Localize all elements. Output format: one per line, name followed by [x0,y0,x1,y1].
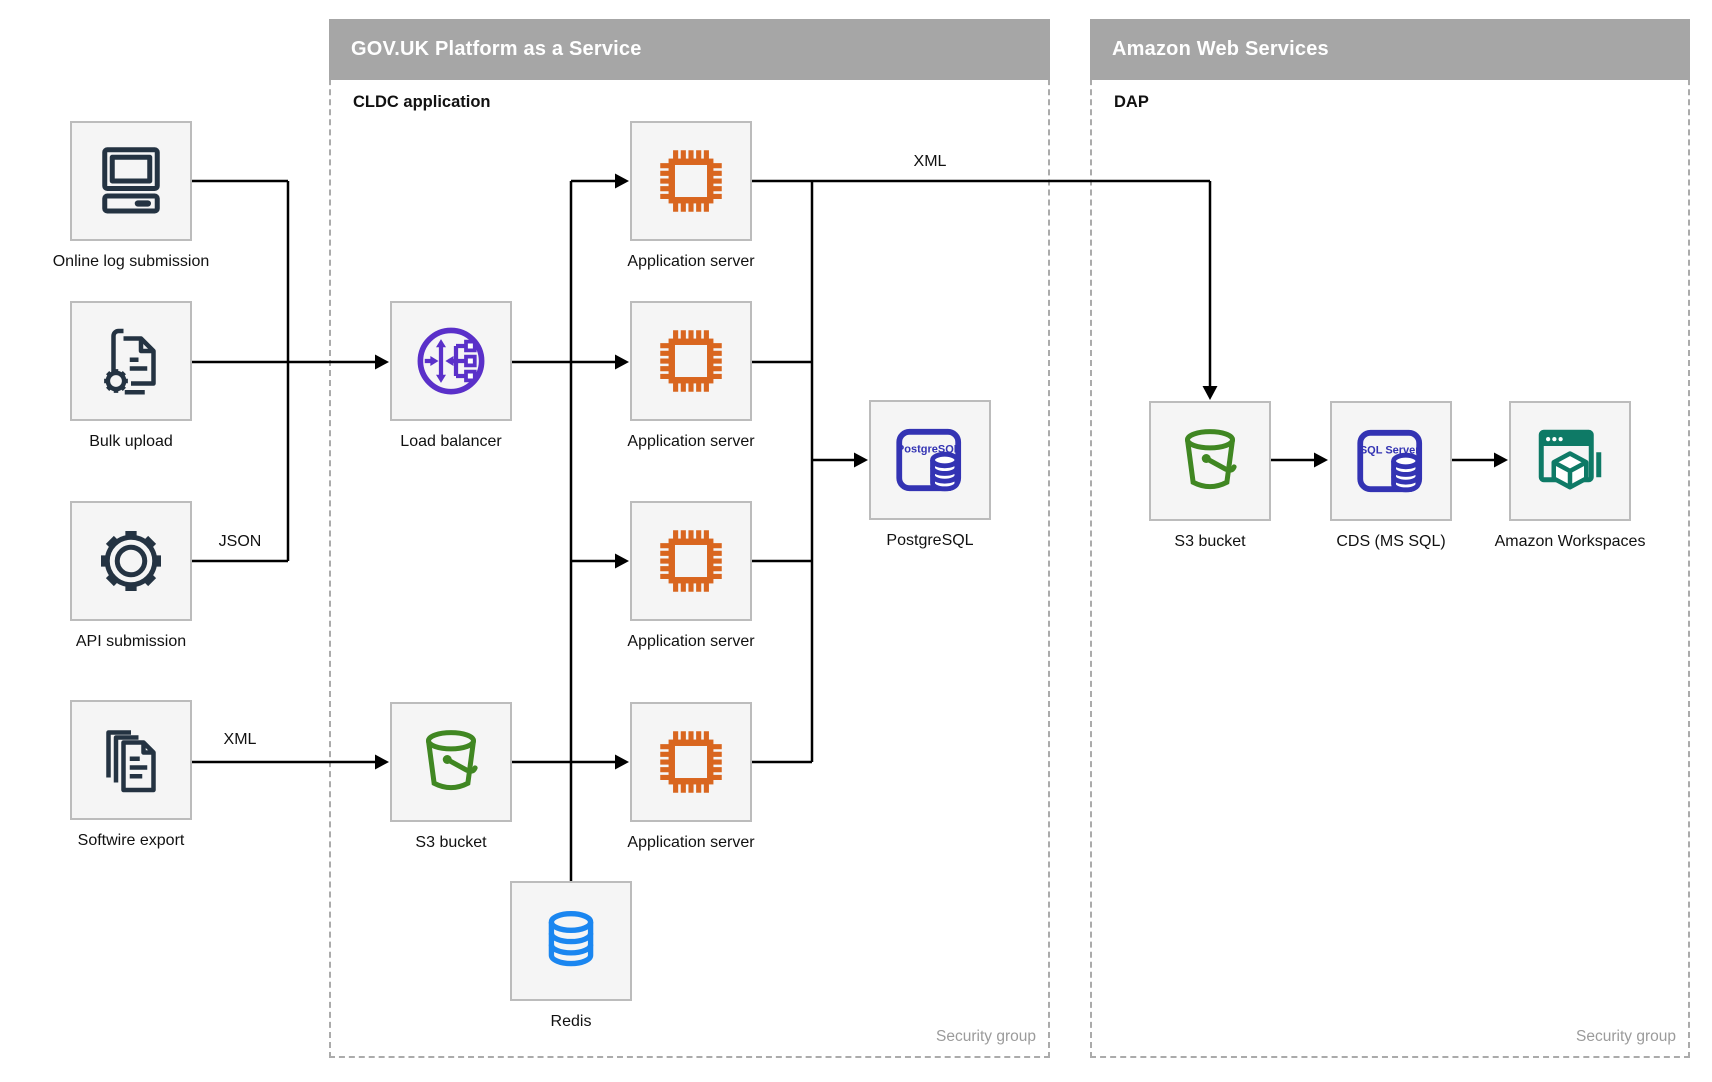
node-postgresql: PostgreSQL PostgreSQL [869,400,991,549]
node-label: Application server [627,253,755,270]
node-box [390,702,512,822]
chip-icon [660,530,722,592]
node-s3-bucket-paas: S3 bucket [390,702,512,851]
node-label: S3 bucket [415,834,487,851]
node-box [1509,401,1631,521]
node-redis: Redis [510,881,632,1030]
container-aws: Amazon Web Services DAP Security group [1090,19,1690,1058]
node-box [70,700,192,820]
workspaces-icon [1538,429,1602,490]
node-label: Online log submission [52,253,210,270]
node-label: Application server [627,834,755,851]
node-label: Softwire export [77,832,185,849]
node-application-server-2: Application server [627,301,755,450]
container-header: GOV.UK Platform as a Service [329,19,1050,80]
node-box [630,121,752,241]
node-api-submission: API submission [70,501,192,650]
s3-bucket-icon [1185,429,1237,490]
node-label: Application server [627,433,755,450]
chip-icon [660,731,722,793]
chip-icon [660,150,722,212]
node-box [70,121,192,241]
node-box [630,301,752,421]
desktop-computer-icon [102,147,160,214]
edge-label-xml-top: XML [913,153,947,170]
container-header: Amazon Web Services [1090,19,1690,80]
node-application-server-4: Application server [627,702,755,851]
node-label: Bulk upload [89,433,173,450]
node-label: Application server [627,633,755,650]
node-label: S3 bucket [1174,533,1246,550]
container-govuk-paas: GOV.UK Platform as a Service CLDC applic… [329,19,1050,1058]
node-box [1149,401,1271,521]
documents-stack-icon [106,730,156,793]
node-cds-mssql: SQL Server CDS (MS SQL) [1330,401,1452,550]
node-label: CDS (MS SQL) [1336,533,1446,550]
container-sublabel: CLDC application [353,93,491,111]
node-application-server-3: Application server [627,501,755,650]
document-gear-icon [104,328,156,395]
s3-bucket-icon [426,730,478,791]
container-sublabel: DAP [1114,93,1149,111]
node-box: SQL Server [1330,401,1452,521]
node-label: PostgreSQL [886,532,974,549]
node-online-log-submission: Online log submission [53,121,209,270]
node-box [70,501,192,621]
node-box [390,301,512,421]
redis-database-icon [548,911,594,967]
edge-label-xml-softwire: XML [223,731,257,748]
node-load-balancer: Load balancer [390,301,512,450]
node-bulk-upload: Bulk upload [70,301,192,450]
chip-icon [660,330,722,392]
node-box [630,501,752,621]
node-label: Redis [550,1013,592,1030]
node-box: PostgreSQL [869,400,991,520]
node-amazon-workspaces: Amazon Workspaces [1495,401,1645,550]
node-application-server-1: Application server [627,121,755,270]
container-title: GOV.UK Platform as a Service [351,38,642,60]
node-label: Load balancer [400,433,502,450]
node-s3-bucket-aws: S3 bucket [1149,401,1271,550]
gear-icon [101,531,161,591]
node-box [510,881,632,1001]
node-softwire-export: Softwire export [70,700,192,849]
edge-label-json: JSON [218,533,262,550]
security-group-label: Security group [1576,1028,1676,1045]
node-box [630,702,752,822]
postgresql-icon: PostgreSQL [896,428,962,492]
load-balancer-icon [417,327,485,395]
node-box [70,301,192,421]
node-label: Amazon Workspaces [1494,533,1646,550]
node-label: API submission [75,633,187,650]
container-title: Amazon Web Services [1112,38,1329,60]
sql-server-icon: SQL Server [1357,429,1423,493]
security-group-label: Security group [936,1028,1036,1045]
